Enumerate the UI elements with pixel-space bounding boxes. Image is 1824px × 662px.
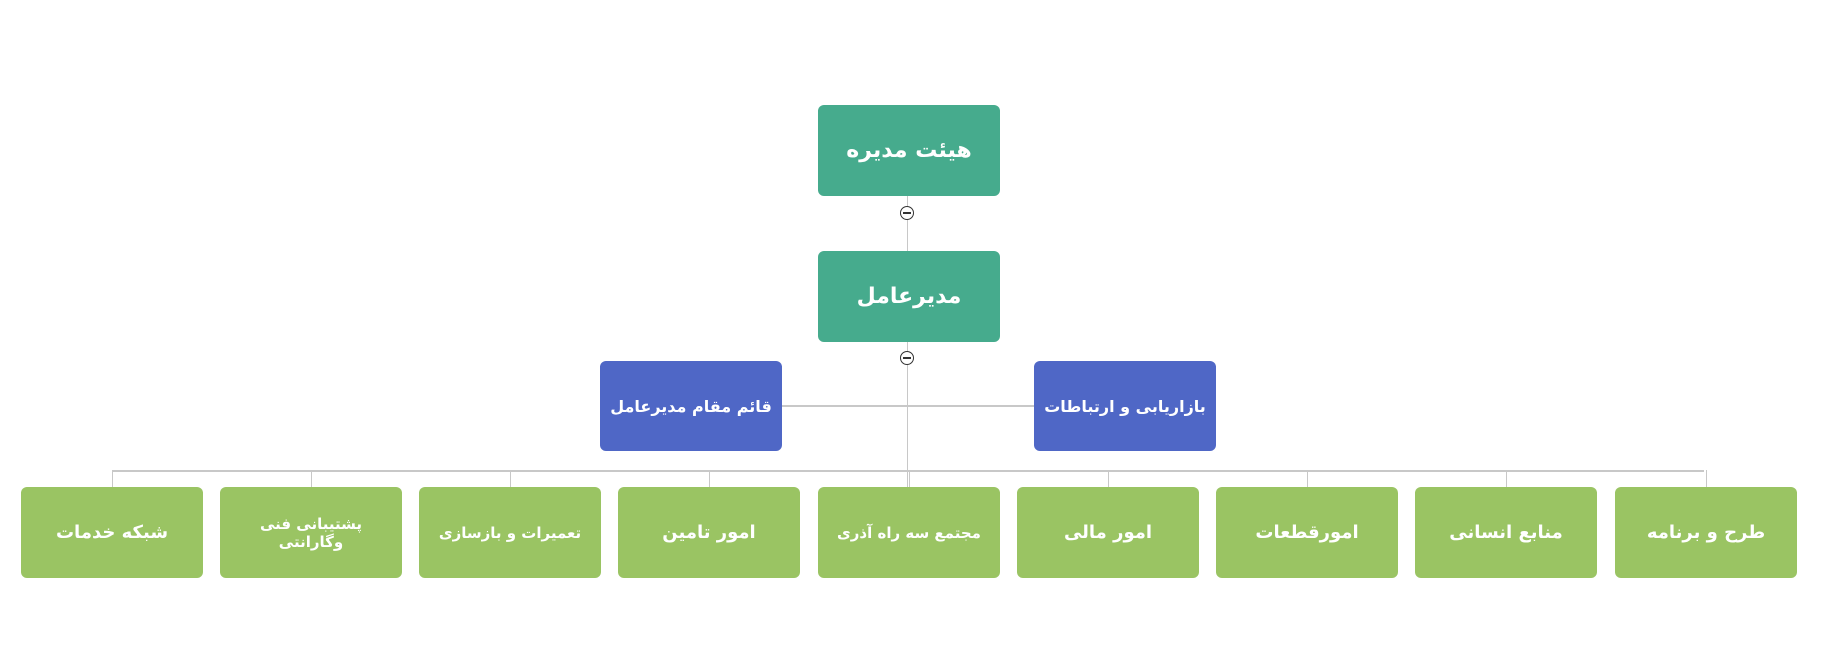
connector-drop — [112, 470, 113, 487]
connector-bus — [112, 470, 1704, 472]
node-label: مدیرعامل — [856, 284, 962, 309]
node-label: قائم مقام مدیرعامل — [610, 396, 772, 416]
node-department[interactable]: امور مالی — [1017, 487, 1199, 578]
connector-staff — [781, 405, 1034, 407]
node-department[interactable]: امور تامین — [618, 487, 800, 578]
connector-drop — [1307, 470, 1308, 487]
node-department[interactable]: منابع انسانی — [1415, 487, 1597, 578]
connector-drop — [1108, 470, 1109, 487]
node-department[interactable]: تعمیرات و بازسازی — [419, 487, 601, 578]
node-department[interactable]: طرح و برنامه — [1615, 487, 1797, 578]
node-department[interactable]: پشتیبانی فنی وگارانتی — [220, 487, 402, 578]
node-board[interactable]: هیئت مدیره — [818, 105, 1000, 196]
node-department[interactable]: مجتمع سه راه آذری — [818, 487, 1000, 578]
node-department[interactable]: امورقطعات — [1216, 487, 1398, 578]
node-label: پشتیبانی فنی وگارانتی — [259, 514, 363, 551]
node-label: هیئت مدیره — [846, 138, 972, 163]
connector-drop — [1506, 470, 1507, 487]
node-deputy[interactable]: قائم مقام مدیرعامل — [600, 361, 782, 451]
connector-drop — [311, 470, 312, 487]
node-ceo[interactable]: مدیرعامل — [818, 251, 1000, 342]
node-label: امور مالی — [1063, 522, 1153, 543]
node-label: بازاریابی و ارتباطات — [1044, 396, 1206, 416]
node-label: منابع انسانی — [1449, 522, 1563, 543]
minus-circle-icon[interactable] — [900, 351, 914, 365]
connector-drop — [909, 470, 910, 487]
node-department[interactable]: شبکه خدمات — [21, 487, 203, 578]
connector-drop — [1706, 470, 1707, 487]
node-label: تعمیرات و بازسازی — [438, 523, 582, 542]
node-label: امورقطعات — [1255, 522, 1359, 543]
minus-circle-icon[interactable] — [900, 206, 914, 220]
node-label: مجتمع سه راه آذری — [837, 523, 981, 542]
node-label: شبکه خدمات — [55, 522, 169, 543]
connector-board-ceo — [907, 196, 908, 251]
node-label: امور تامین — [662, 522, 756, 543]
connector-drop — [709, 470, 710, 487]
connector-ceo-bus — [907, 342, 908, 487]
connector-drop — [510, 470, 511, 487]
node-marketing[interactable]: بازاریابی و ارتباطات — [1034, 361, 1216, 451]
node-label: طرح و برنامه — [1646, 522, 1766, 543]
